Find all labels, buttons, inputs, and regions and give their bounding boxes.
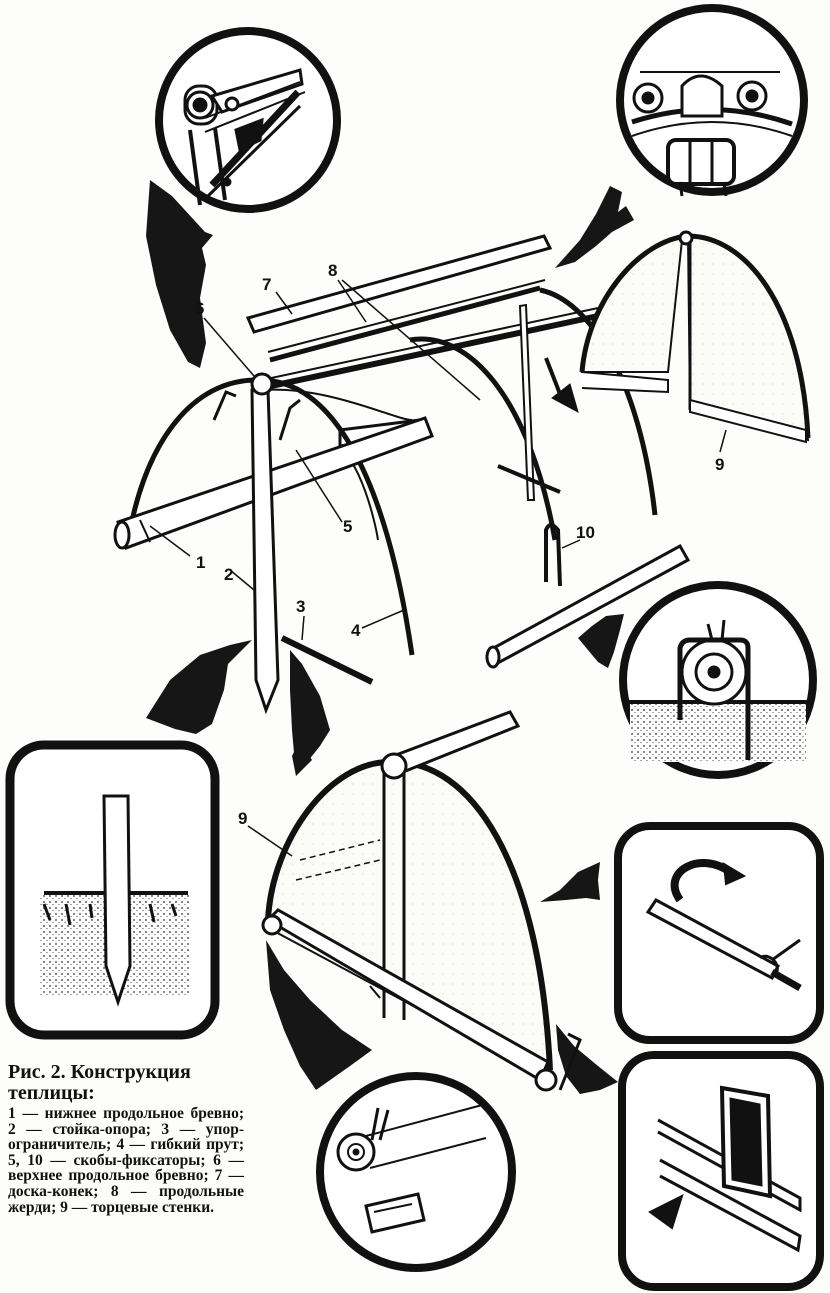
- pointer-end-wall: [540, 862, 600, 902]
- arch-rod-3: [409, 336, 558, 541]
- caption-legend: 1 — нижнее продольное бревно; 2 — стойка…: [8, 1105, 244, 1216]
- greenhouse-frame-exploded: [113, 234, 691, 715]
- long-pole-back: [269, 285, 541, 363]
- label-9-upper: 9: [715, 455, 724, 474]
- label-1: 1: [196, 553, 205, 572]
- label-leader-lines: [149, 279, 727, 857]
- pointer-bottom-left: [266, 940, 372, 1090]
- label-8: 8: [328, 261, 337, 280]
- end-wall-lower: [261, 710, 582, 1092]
- support-post: [250, 388, 280, 715]
- pointer-top-left: [146, 180, 213, 368]
- pointer-top-right: [555, 186, 634, 268]
- label-2: 2: [224, 565, 233, 584]
- detail-panel-clamp: [618, 1051, 824, 1291]
- ridge-board: [245, 234, 553, 334]
- pointer-stake-left: [146, 640, 252, 734]
- pointer-shapes: [146, 180, 634, 1094]
- figure-caption: Рис. 2. Конструкция теплицы: 1 — нижнее …: [8, 1062, 244, 1215]
- label-10: 10: [576, 523, 595, 542]
- pointer-arrow-tail: [292, 740, 312, 776]
- end-wall-upper: [579, 230, 811, 444]
- pointer-bracket: [578, 614, 624, 668]
- label-3: 3: [296, 597, 305, 616]
- caption-title: Рис. 2. Конструкция теплицы:: [8, 1061, 191, 1104]
- detail-circle-bracket: [619, 581, 817, 779]
- bracket-10: [544, 523, 562, 587]
- detail-panel-rolled-wall: [614, 822, 824, 1044]
- part-number-labels: 7 8 6 5 1 2 3 4 9 10 9: [195, 261, 724, 828]
- label-4: 4: [351, 621, 361, 640]
- label-6: 6: [195, 299, 204, 318]
- detail-panel-stake: [5, 740, 220, 1040]
- label-9-lower: 9: [238, 809, 247, 828]
- stop-limiter: [280, 635, 374, 685]
- detail-circle-ridge-joint: [155, 27, 341, 213]
- label-5: 5: [343, 517, 352, 536]
- label-7: 7: [262, 275, 271, 294]
- long-pole-front: [261, 313, 599, 391]
- pointer-bottom-right: [556, 1024, 618, 1094]
- detail-circle-arch-clamp: [616, 4, 808, 197]
- detail-circle-pole-end: [316, 1072, 516, 1272]
- arch-rod-2: [261, 388, 413, 421]
